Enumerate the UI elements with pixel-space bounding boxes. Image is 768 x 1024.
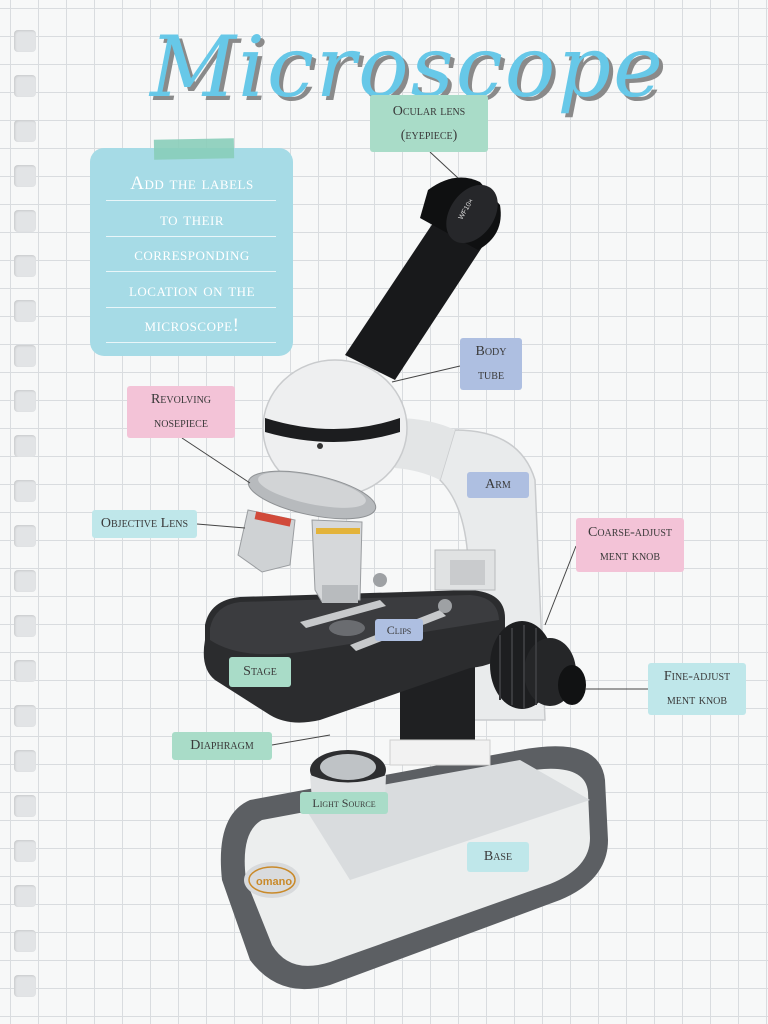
- notebook-hole: [14, 435, 36, 457]
- label-diaphragm[interactable]: Diaphragm: [172, 732, 272, 760]
- notebook-hole: [14, 300, 36, 322]
- label-line: Body: [475, 344, 507, 359]
- brand-logo: omano: [256, 876, 292, 888]
- notebook-hole: [14, 210, 36, 232]
- notebook-hole: [14, 750, 36, 772]
- notebook-hole: [14, 345, 36, 367]
- label-line: ment knob: [599, 549, 661, 564]
- note-rule: [106, 342, 276, 343]
- label-objective-lens[interactable]: Objective Lens: [92, 510, 197, 538]
- label-arm[interactable]: Arm: [467, 472, 529, 498]
- instruction-text: Add the labels to their corresponding lo…: [100, 166, 284, 344]
- label-clips[interactable]: Clips: [375, 619, 423, 641]
- instruction-line: Add the labels: [130, 173, 254, 194]
- label-line: tube: [477, 368, 505, 383]
- notebook-hole: [14, 975, 36, 997]
- notebook-hole: [14, 615, 36, 637]
- note-rule: [106, 307, 276, 308]
- instruction-line: microscope!: [144, 315, 240, 336]
- notebook-holes: [10, 20, 40, 1010]
- label-line: Revolving: [150, 392, 212, 407]
- notebook-hole: [14, 570, 36, 592]
- label-line: ment knob: [666, 693, 728, 708]
- label-stage[interactable]: Stage: [229, 657, 291, 687]
- notebook-hole: [14, 30, 36, 52]
- label-line: Fine-adjust: [663, 669, 731, 684]
- notebook-hole: [14, 660, 36, 682]
- note-rule: [106, 236, 276, 237]
- label-light-source[interactable]: Light Source: [300, 792, 388, 814]
- notebook-hole: [14, 930, 36, 952]
- label-line: (eyepiece): [400, 127, 458, 143]
- label-body-tube[interactable]: Body tube: [460, 338, 522, 390]
- label-line: Ocular lens: [392, 103, 466, 119]
- label-fine-adjustment-knob[interactable]: Fine-adjust ment knob: [648, 663, 746, 715]
- label-ocular-lens[interactable]: Ocular lens (eyepiece): [370, 95, 488, 152]
- note-rule: [106, 200, 276, 201]
- label-coarse-adjustment-knob[interactable]: Coarse-adjust ment knob: [576, 518, 684, 572]
- instruction-line: location on the: [128, 279, 256, 301]
- notebook-hole: [14, 255, 36, 277]
- tape-strip: [153, 138, 235, 160]
- notebook-hole: [14, 75, 36, 97]
- label-base[interactable]: Base: [467, 842, 529, 872]
- notebook-hole: [14, 795, 36, 817]
- notebook-hole: [14, 480, 36, 502]
- notebook-hole: [14, 120, 36, 142]
- label-line: nosepiece: [154, 416, 208, 431]
- notebook-hole: [14, 165, 36, 187]
- notebook-hole: [14, 885, 36, 907]
- notebook-hole: [14, 525, 36, 547]
- instruction-line: to their: [159, 208, 225, 230]
- label-revolving-nosepiece[interactable]: Revolving nosepiece: [127, 386, 235, 438]
- note-rule: [106, 271, 276, 272]
- instruction-note: [90, 148, 293, 356]
- notebook-hole: [14, 705, 36, 727]
- notebook-hole: [14, 390, 36, 412]
- notebook-hole: [14, 840, 36, 862]
- label-line: Coarse-adjust: [587, 525, 672, 540]
- instruction-line: corresponding: [134, 244, 250, 265]
